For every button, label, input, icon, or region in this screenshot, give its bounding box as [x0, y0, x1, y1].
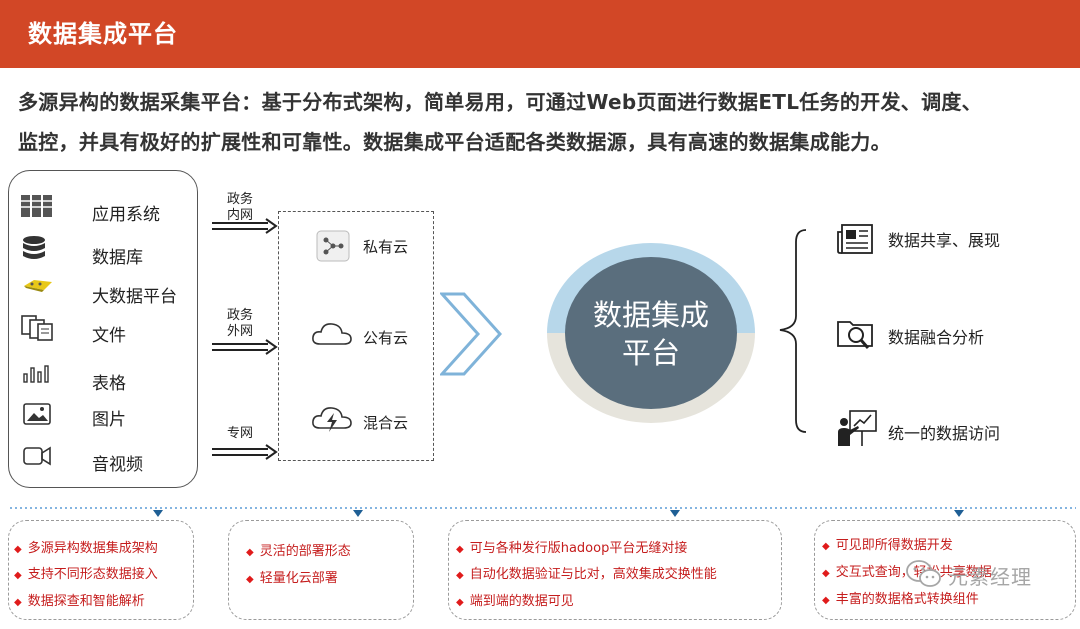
features-divider: [10, 507, 1076, 517]
network-label-private: 专网: [226, 426, 253, 441]
cloud-deployment-panel: [278, 211, 434, 461]
feature-item: ◆数据探查和智能解析: [14, 594, 145, 609]
page-title: 数据集成平台: [28, 20, 178, 48]
output-bracket: [779, 229, 807, 433]
database-icon: [23, 236, 45, 259]
feature-item: ◆交互式查询，轻松共享数据: [822, 565, 992, 580]
hybrid-cloud-icon: [312, 407, 352, 432]
source-label-bigdata: 大数据平台: [92, 287, 177, 307]
server-rack-icon: [21, 195, 52, 217]
feature-item: ◆灵活的部署形态: [246, 544, 351, 559]
core-platform-label: 数据集成平台: [592, 298, 709, 370]
feature-item: ◆多源异构数据集成架构: [14, 541, 158, 556]
flow-chevron-icon: [440, 292, 502, 376]
feature-box-hadoop: [448, 520, 782, 620]
image-icon: [23, 403, 51, 425]
presentation-icon: [838, 410, 877, 446]
table-icon: [23, 365, 49, 383]
newspaper-icon: [837, 224, 873, 254]
cloud-label-hybrid: 混合云: [363, 414, 409, 432]
source-label-database: 数据库: [92, 248, 143, 268]
output-label-analysis: 数据融合分析: [888, 328, 985, 347]
cloud-label-public: 公有云: [363, 329, 409, 347]
output-label-share: 数据共享、展现: [888, 231, 1001, 250]
source-label-files: 文件: [92, 326, 126, 346]
source-label-image: 图片: [92, 410, 126, 430]
big-data-icon: [24, 280, 52, 292]
header-bar: [0, 0, 1080, 68]
intro-line-2: 监控，并具有极好的扩展性和可靠性。数据集成平台适配各类数据源，具有高速的数据集成…: [18, 130, 891, 154]
feature-item: ◆丰富的数据格式转换组件: [822, 592, 979, 607]
network-arrow-3: [212, 444, 278, 460]
files-icon: [21, 315, 53, 341]
cloud-label-private: 私有云: [363, 238, 409, 256]
private-cloud-icon: [316, 230, 350, 262]
feature-item: ◆轻量化云部署: [246, 571, 338, 586]
source-label-app: 应用系统: [92, 205, 160, 225]
feature-item: ◆可与各种发行版hadoop平台无缝对接: [456, 541, 688, 556]
video-icon: [23, 446, 51, 466]
core-platform-graphic: [547, 243, 755, 423]
network-label-internal: 政务内网: [226, 192, 253, 223]
source-label-table: 表格: [92, 374, 126, 394]
output-label-access: 统一的数据访问: [888, 424, 1001, 443]
feature-item: ◆支持不同形态数据接入: [14, 567, 158, 582]
feature-box-deployment: [228, 520, 414, 620]
feature-item: ◆自动化数据验证与比对，高效集成交换性能: [456, 567, 717, 582]
network-label-external: 政务外网: [226, 308, 253, 339]
wechat-icon: [906, 560, 941, 587]
intro-line-1: 多源异构的数据采集平台：基于分布式架构，简单易用，可通过Web页面进行数据ETL…: [18, 90, 982, 114]
feature-item: ◆端到端的数据可见: [456, 594, 574, 609]
cloud-icon: [312, 323, 352, 345]
data-sources-panel: [8, 170, 198, 488]
feature-item: ◆可见即所得数据开发: [822, 538, 953, 553]
folder-search-icon: [837, 321, 873, 349]
source-label-video: 音视频: [92, 455, 143, 475]
feature-box-integration: [8, 520, 194, 620]
feature-box-development: [814, 520, 1076, 620]
network-arrow-1: [212, 218, 278, 234]
network-arrow-2: [212, 339, 278, 355]
watermark-text: 元素经理: [948, 565, 1032, 589]
